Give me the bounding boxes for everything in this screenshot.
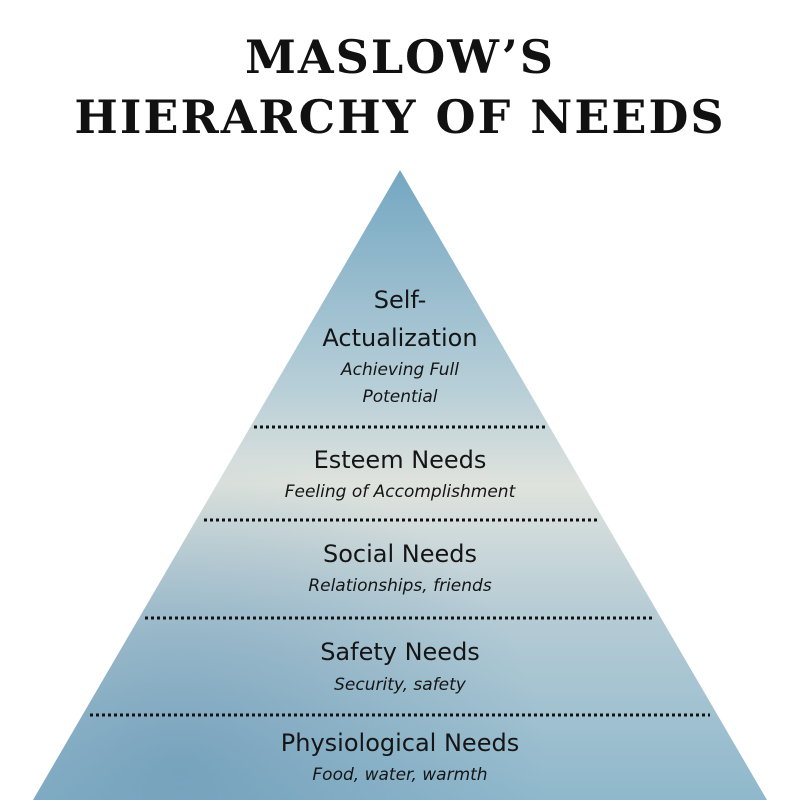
tier-self-actualization-desc-line2: Potential — [362, 387, 438, 407]
tier-self-actualization-name-line2: Actualization — [322, 324, 478, 352]
tier-social-name: Social Needs — [322, 540, 477, 568]
tier-self-actualization-desc-line1: Achieving Full — [341, 360, 459, 380]
tier-self-actualization-name-line1: Self- — [373, 286, 427, 314]
tier-esteem-desc: Feeling of Accomplishment — [284, 482, 516, 502]
tier-physiological-name: Physiological Needs — [280, 729, 520, 757]
pyramid-shade — [33, 170, 767, 800]
tier-esteem-name: Esteem Needs — [313, 446, 487, 474]
tier-safety-name: Safety Needs — [320, 638, 480, 666]
title-line-1: MASLOW’S — [245, 30, 555, 84]
tier-social-desc: Relationships, friends — [308, 576, 492, 596]
tier-safety-desc: Security, safety — [334, 675, 466, 695]
title-line-2: HIERARCHY OF NEEDS — [74, 90, 726, 144]
tier-physiological-desc: Food, water, warmth — [312, 765, 488, 785]
